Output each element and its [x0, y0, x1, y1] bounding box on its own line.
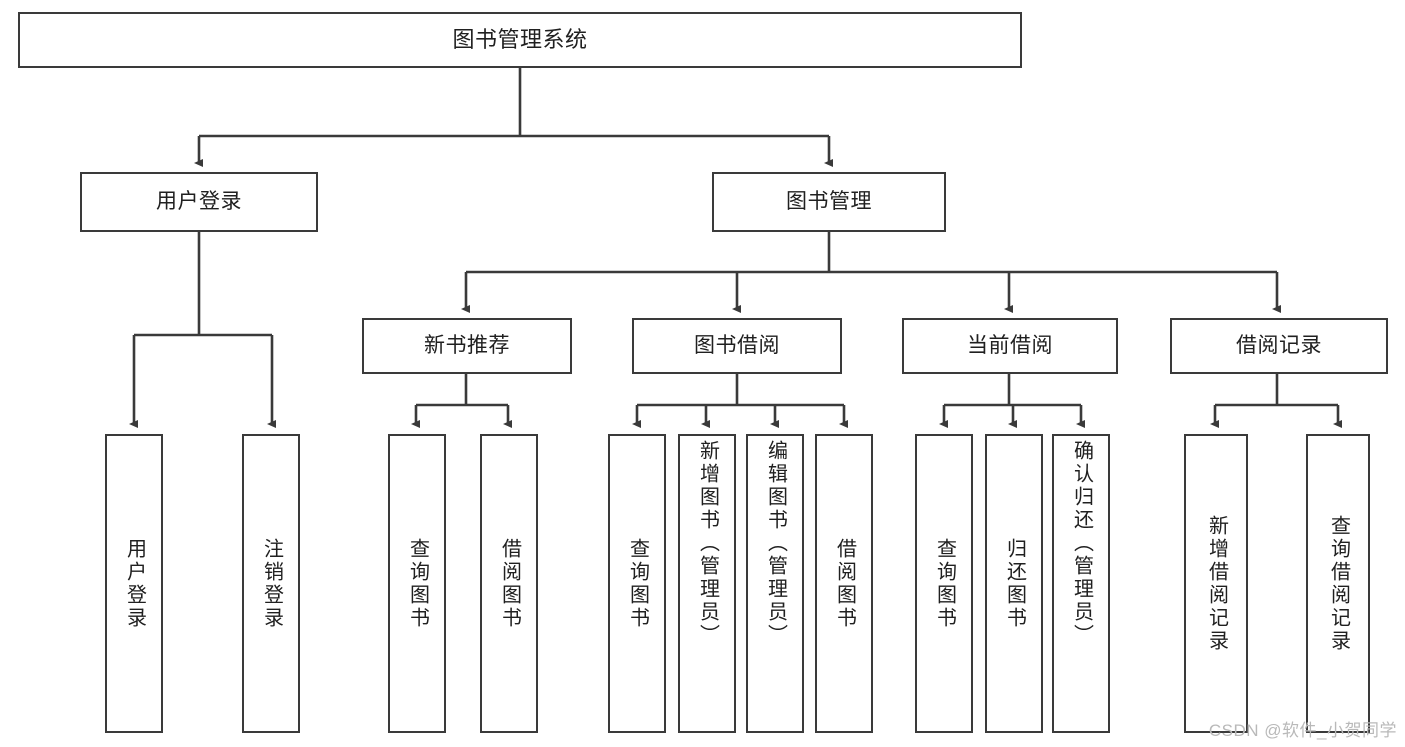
- node-new-book-recommend-label: 新书推荐: [424, 334, 510, 358]
- node-book-borrow-label: 图书借阅: [694, 334, 780, 358]
- node-leaf-query-book-1-label: 查询图书: [406, 537, 429, 630]
- node-borrow-record-label: 借阅记录: [1236, 334, 1322, 358]
- node-leaf-borrow-book-2-label: 借阅图书: [833, 537, 856, 630]
- node-leaf-query-book-2[interactable]: 查询图书: [608, 434, 666, 733]
- node-leaf-return-book-label: 归还图书: [1003, 537, 1026, 630]
- node-root-system-label: 图书管理系统: [452, 26, 588, 52]
- node-leaf-add-borrow-record-label: 新增借阅记录: [1205, 514, 1228, 653]
- node-current-borrow[interactable]: 当前借阅: [902, 318, 1118, 374]
- node-user-login-label: 用户登录: [156, 190, 242, 214]
- node-leaf-add-book[interactable]: 新增图书（管理员）: [678, 434, 736, 733]
- node-leaf-confirm-return-label: 确认归还（管理员）: [1070, 440, 1093, 647]
- node-leaf-confirm-return[interactable]: 确认归还（管理员）: [1052, 434, 1110, 733]
- node-user-login[interactable]: 用户登录: [80, 172, 318, 232]
- node-leaf-query-book-3[interactable]: 查询图书: [915, 434, 973, 733]
- node-leaf-edit-book[interactable]: 编辑图书（管理员）: [746, 434, 804, 733]
- node-new-book-recommend[interactable]: 新书推荐: [362, 318, 572, 374]
- node-leaf-query-borrow-record[interactable]: 查询借阅记录: [1306, 434, 1370, 733]
- node-leaf-query-borrow-record-label: 查询借阅记录: [1327, 514, 1350, 653]
- node-book-management-label: 图书管理: [786, 190, 872, 214]
- node-book-management[interactable]: 图书管理: [712, 172, 946, 232]
- node-leaf-query-book-2-label: 查询图书: [626, 537, 649, 630]
- node-leaf-query-book-3-label: 查询图书: [933, 537, 956, 630]
- node-current-borrow-label: 当前借阅: [967, 334, 1053, 358]
- node-leaf-add-book-label: 新增图书（管理员）: [696, 440, 719, 647]
- node-leaf-borrow-book-2[interactable]: 借阅图书: [815, 434, 873, 733]
- node-borrow-record[interactable]: 借阅记录: [1170, 318, 1388, 374]
- node-leaf-logout-login[interactable]: 注销登录: [242, 434, 300, 733]
- node-book-borrow[interactable]: 图书借阅: [632, 318, 842, 374]
- node-leaf-borrow-book-1-label: 借阅图书: [498, 537, 521, 630]
- node-root-system[interactable]: 图书管理系统: [18, 12, 1022, 68]
- node-leaf-edit-book-label: 编辑图书（管理员）: [764, 440, 787, 647]
- node-leaf-user-login-label: 用户登录: [123, 537, 146, 630]
- node-leaf-query-book-1[interactable]: 查询图书: [388, 434, 446, 733]
- node-leaf-return-book[interactable]: 归还图书: [985, 434, 1043, 733]
- watermark-text: CSDN @软件_小贺同学: [1208, 721, 1397, 740]
- node-leaf-user-login[interactable]: 用户登录: [105, 434, 163, 733]
- node-leaf-borrow-book-1[interactable]: 借阅图书: [480, 434, 538, 733]
- node-leaf-add-borrow-record[interactable]: 新增借阅记录: [1184, 434, 1248, 733]
- node-leaf-logout-login-label: 注销登录: [260, 537, 283, 630]
